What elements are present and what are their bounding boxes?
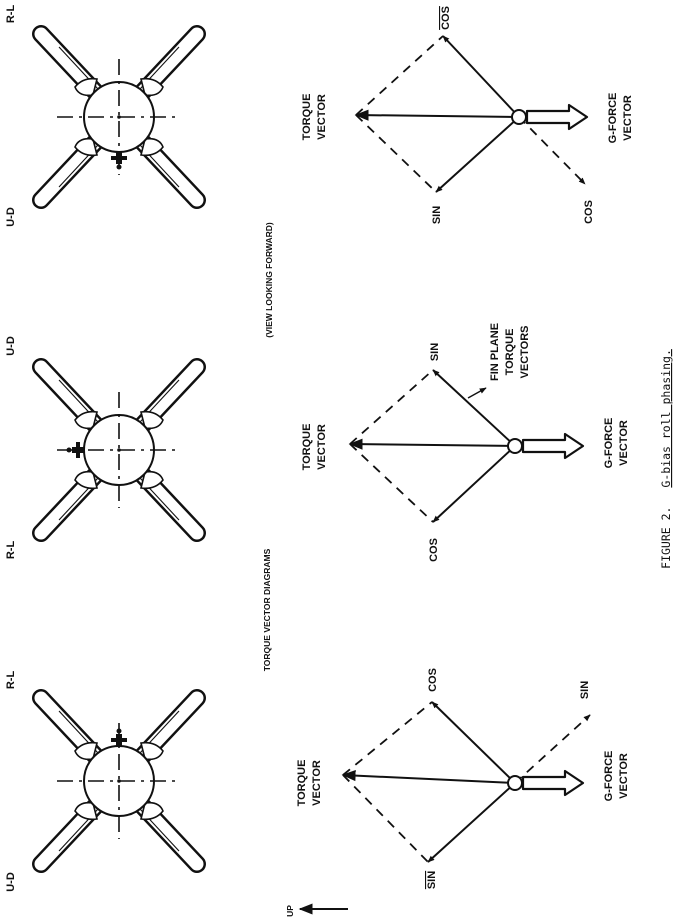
sin-label-1: SIN: [579, 681, 591, 699]
torque-diagram-1: [341, 701, 591, 863]
fin-plane-label-a: FIN PLANE: [489, 323, 501, 381]
roll-label-1-right: R-L: [5, 671, 17, 690]
gforce-label-3a: G-FORCE: [607, 93, 619, 144]
sin-label-1-bar: SIN: [426, 871, 438, 889]
torque-vector-label-2b: VECTOR: [316, 424, 328, 470]
torque-diagram-2: [348, 369, 585, 523]
sin-label-2: SIN: [429, 343, 441, 361]
missile-view-1: [41, 698, 197, 864]
fin-plane-label-c: VECTORS: [519, 326, 531, 379]
missile-view-3: [41, 34, 197, 200]
view-note: (VIEW LOOKING FORWARD): [264, 222, 274, 338]
caption-prefix: FIGURE 2.: [659, 507, 673, 569]
gforce-label-2a: G-FORCE: [603, 418, 615, 469]
torque-vector-label-2a: TORQUE: [301, 424, 313, 471]
cos-label-2: COS: [428, 538, 440, 562]
caption-title: G-bias roll phasing.: [659, 349, 673, 487]
svg-text:FIGURE 2. G-bias roll ph: FIGURE 2. G-bias roll phasing.: [659, 349, 673, 569]
gforce-label-1a: G-FORCE: [603, 751, 615, 802]
cos-label-3: COS: [583, 200, 595, 224]
cos-label-3-bar: COS: [440, 6, 452, 30]
roll-label-2-left: R-L: [5, 541, 17, 560]
cos-label-1: COS: [427, 668, 439, 692]
gforce-label-3b: VECTOR: [622, 95, 634, 141]
torque-diagram-3: [354, 35, 589, 193]
missile-view-2: [41, 367, 197, 533]
diagrams-title: TORQUE VECTOR DIAGRAMS: [262, 548, 272, 671]
gforce-label-2b: VECTOR: [618, 420, 630, 466]
roll-label-3-right: R-L: [5, 5, 17, 24]
figure-caption: FIGURE 2. G-bias roll phasing.: [659, 349, 673, 569]
fin-plane-label-b: TORQUE: [504, 329, 516, 376]
torque-vector-label-3b: VECTOR: [316, 94, 328, 140]
roll-label-2-right: U-D: [5, 336, 17, 356]
up-label: UP: [285, 905, 295, 917]
torque-vector-label-1b: VECTOR: [311, 760, 323, 806]
roll-label-3-left: U-D: [5, 207, 17, 227]
roll-label-1-left: U-D: [5, 872, 17, 892]
sin-label-3: SIN: [431, 206, 443, 224]
gforce-label-1b: VECTOR: [618, 753, 630, 799]
torque-vector-label-1a: TORQUE: [296, 760, 308, 807]
torque-vector-label-3a: TORQUE: [301, 94, 313, 141]
